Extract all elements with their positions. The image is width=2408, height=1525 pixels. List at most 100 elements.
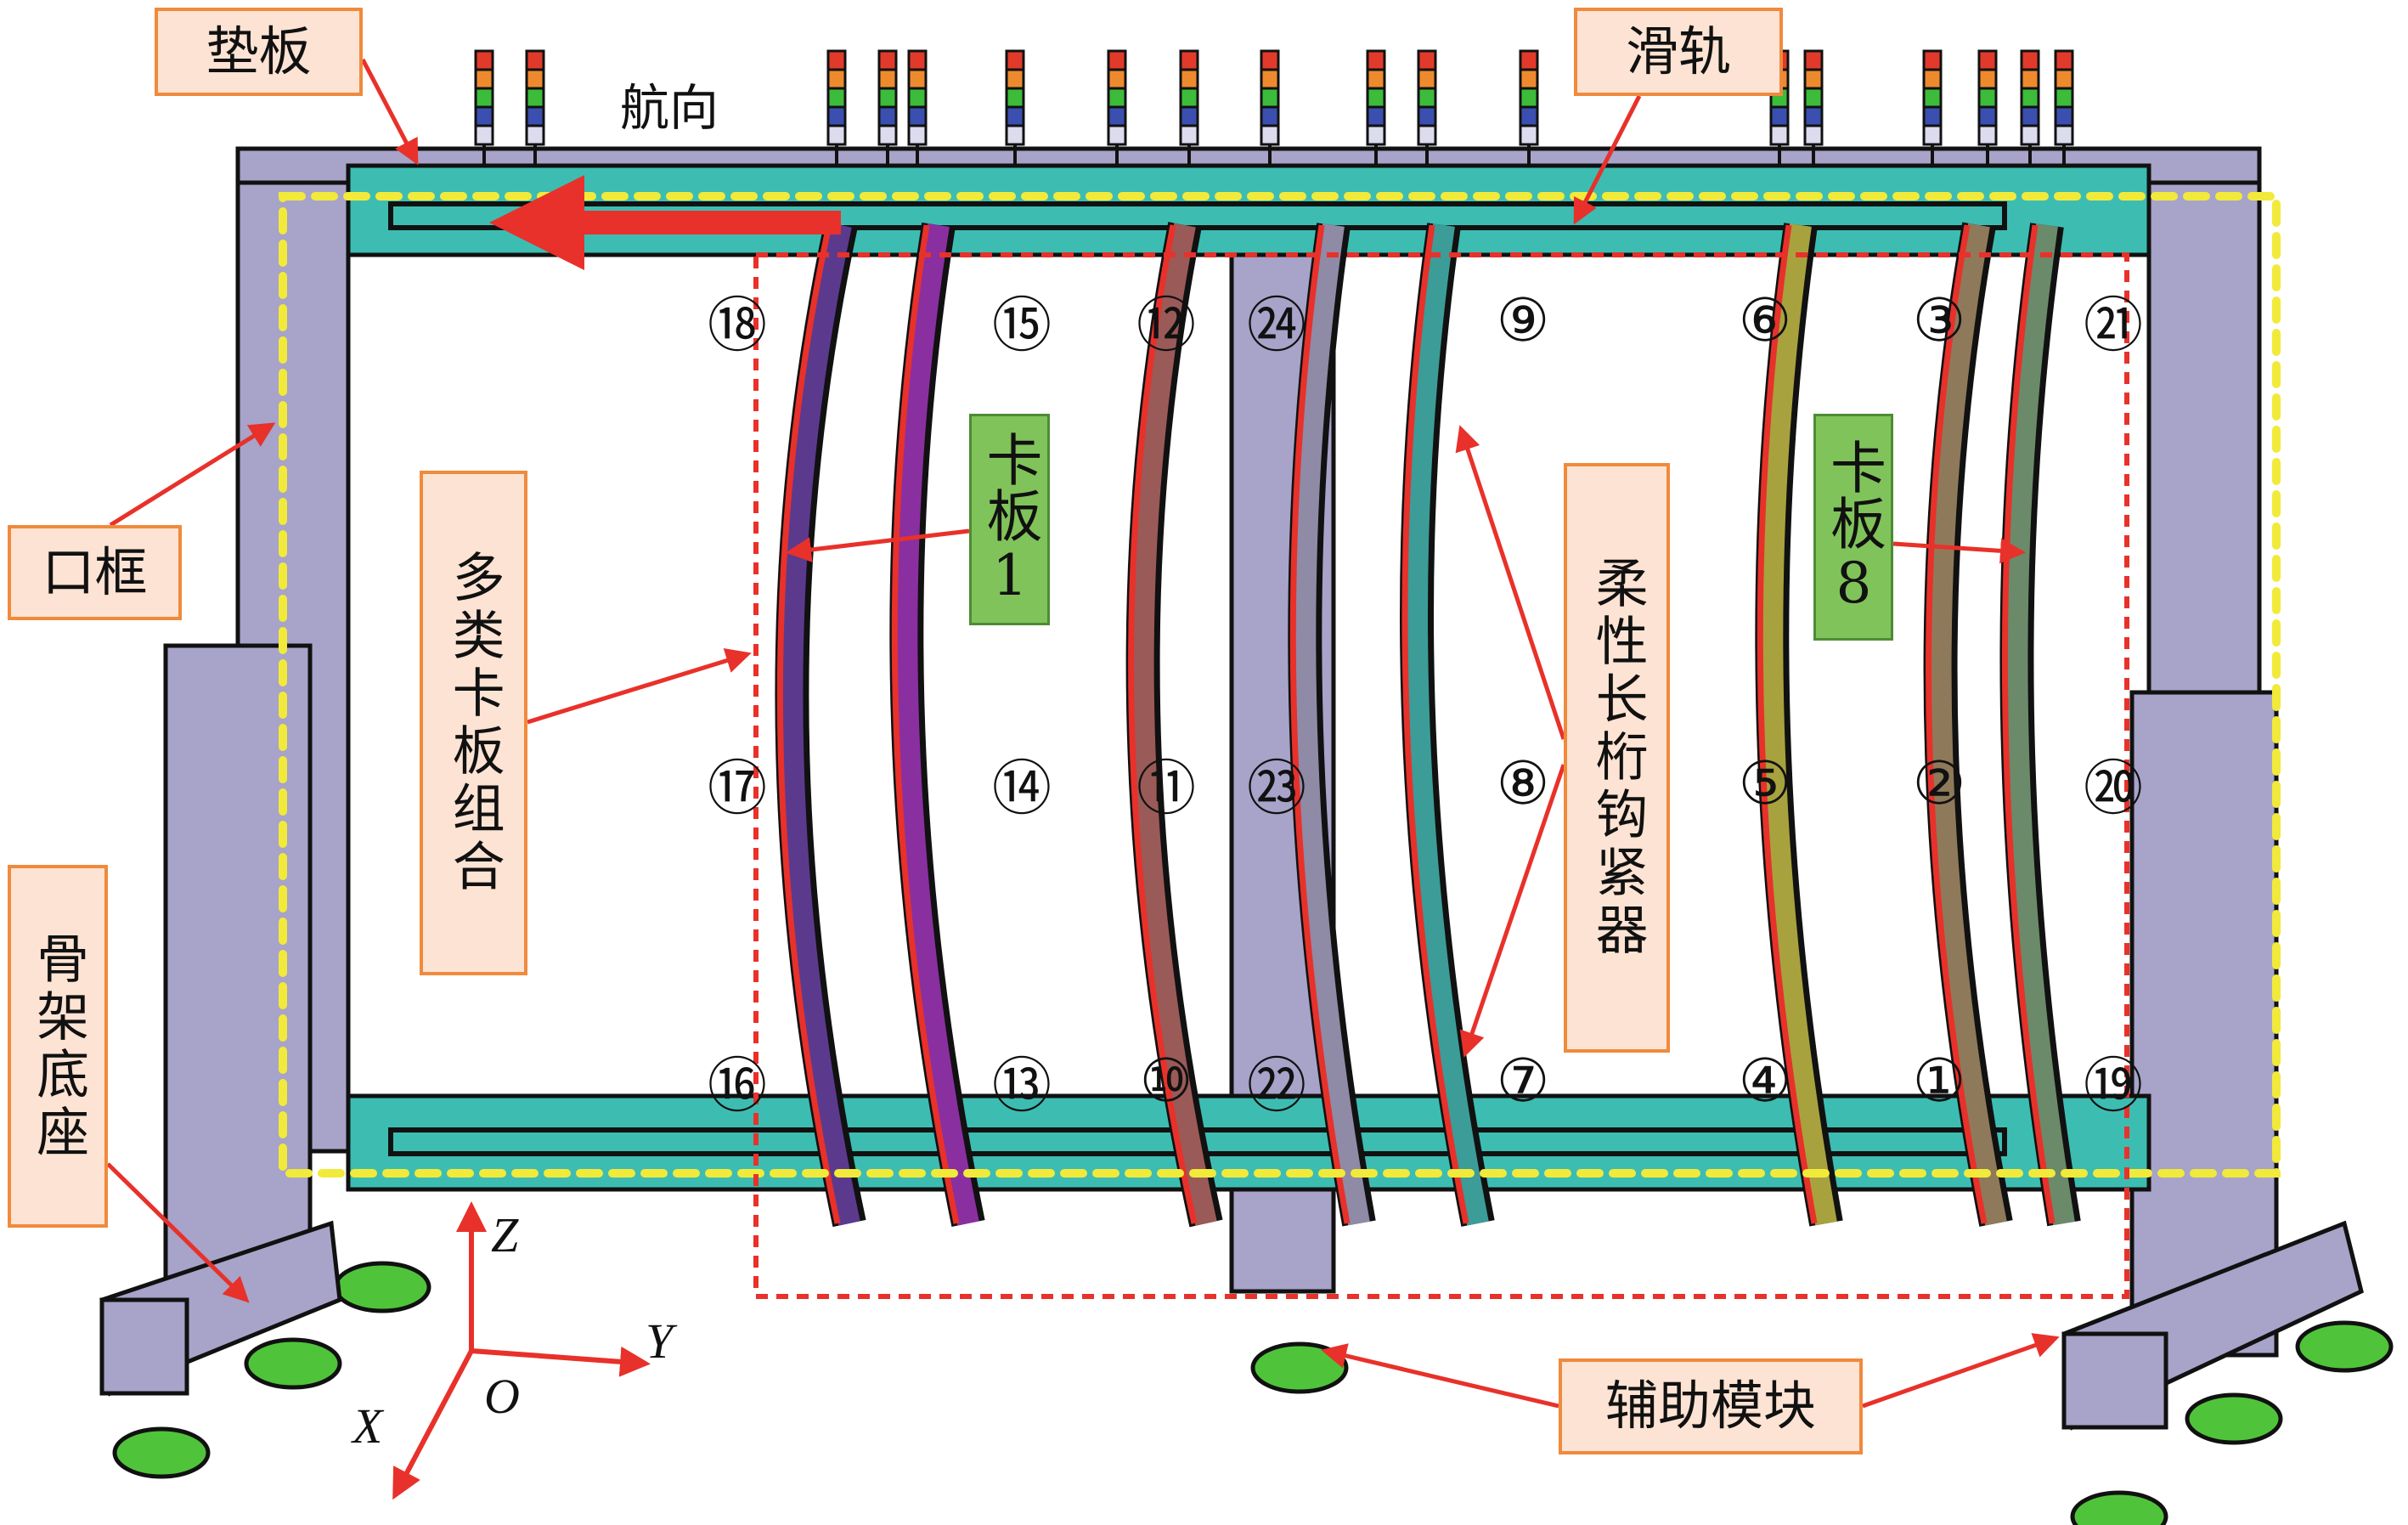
coordinate-axes — [392, 1201, 651, 1500]
left-outer-post — [163, 643, 313, 1302]
position-number: ⑭ — [992, 756, 1052, 822]
arrow-hook-bottom — [1459, 764, 1566, 1058]
stack-light — [474, 49, 494, 166]
card-boards — [775, 221, 2081, 1228]
position-number: ⑧ — [1496, 751, 1550, 817]
position-number: ㉔ — [1247, 293, 1306, 359]
stack-light — [1977, 49, 1998, 166]
arrow-card-1 — [786, 528, 970, 562]
foot — [244, 1337, 342, 1390]
stack-light — [1107, 49, 1127, 166]
position-number: ⑯ — [708, 1053, 767, 1120]
yellow-dashed-boundary — [279, 192, 2281, 1178]
position-number: ⑪ — [1136, 756, 1196, 822]
label-door-frame: 口框 — [8, 525, 182, 620]
card-board-fill — [1929, 223, 2007, 1226]
position-number: ④ — [1738, 1048, 1792, 1115]
stringer-hook-line — [1757, 224, 1818, 1224]
stack-light — [1260, 49, 1280, 166]
card-board-fill — [2005, 223, 2075, 1226]
arrow-aux-left — [1321, 1343, 1559, 1409]
stack-light — [525, 49, 545, 166]
position-number: ③ — [1912, 288, 1966, 354]
stringer-hook-line — [1926, 224, 1988, 1224]
stack-light — [1519, 49, 1539, 166]
callout-arrows — [106, 58, 2060, 1409]
axis-label-x: X — [352, 1398, 383, 1454]
red-dashed-boundary — [753, 252, 2129, 1299]
stack-light — [877, 49, 898, 166]
position-number: ⑫ — [1136, 293, 1196, 359]
position-number: ㉓ — [1247, 756, 1306, 822]
card-board-fill — [1406, 223, 1489, 1226]
position-number: ⑦ — [1496, 1048, 1550, 1115]
stack-light — [1366, 49, 1386, 166]
position-number: ⑲ — [2084, 1053, 2143, 1120]
y-axis — [471, 1346, 651, 1377]
top-rail — [346, 163, 2151, 257]
foot — [2185, 1392, 2283, 1445]
stack-light — [1417, 49, 1437, 166]
arrow-door-frame — [109, 422, 276, 528]
arrow-skeleton-base — [106, 1162, 250, 1303]
position-number: ㉒ — [1247, 1053, 1306, 1120]
foot — [2295, 1320, 2394, 1373]
label-heading: 航向 — [620, 79, 719, 137]
stack-light — [1179, 49, 1199, 166]
position-number: ② — [1912, 751, 1966, 817]
label-card-board-8: 卡板8 — [1813, 414, 1893, 641]
stringer-hook-line — [2001, 224, 2056, 1224]
position-number: ⑮ — [992, 293, 1052, 359]
axis-label-z: Z — [491, 1207, 519, 1262]
arrow-hook-top — [1455, 425, 1566, 740]
foot — [112, 1426, 211, 1479]
stack-light — [907, 49, 928, 166]
card-board-fill — [1761, 223, 1837, 1226]
card-board-fill — [781, 223, 860, 1226]
position-number: ⑨ — [1496, 288, 1550, 354]
position-number: ㉑ — [2084, 293, 2143, 359]
stack-light — [2020, 49, 2040, 166]
stack-light — [2054, 49, 2074, 166]
stack-light — [1803, 49, 1824, 166]
card-board-fill — [1294, 223, 1370, 1226]
label-flexible-stringer-hook: 柔性长桁钩紧器 — [1564, 463, 1670, 1053]
position-number: ⑥ — [1738, 288, 1792, 354]
stack-light — [1005, 49, 1025, 166]
card-board-fill — [1131, 223, 1217, 1226]
right-outer-post — [2129, 690, 2279, 1358]
label-card-board-1: 卡板1 — [969, 414, 1050, 625]
position-number: ⑱ — [708, 293, 767, 359]
stringer-hook-line — [1128, 224, 1198, 1224]
label-pad-plate: 垫板 — [155, 8, 363, 96]
arrow-aux-right — [1862, 1333, 2060, 1409]
stack-light — [826, 49, 847, 166]
stack-lights — [474, 49, 2074, 166]
label-slide-rail: 滑轨 — [1574, 8, 1783, 96]
position-number: ⑰ — [708, 756, 767, 822]
leveling-feet — [112, 1261, 2394, 1525]
position-number: ① — [1912, 1048, 1966, 1115]
arrow-card-8 — [1892, 538, 2026, 564]
position-number: ⑬ — [992, 1053, 1052, 1120]
stringer-hook-line — [1401, 224, 1469, 1224]
position-number: ⑳ — [2084, 756, 2143, 822]
x-axis — [392, 1349, 474, 1500]
stringer-hook-line — [776, 224, 841, 1224]
arrow-pad-plate — [360, 58, 419, 166]
stringer-hook-line — [1289, 224, 1351, 1224]
stringer-hook-line — [891, 224, 960, 1224]
axis-label-origin: O — [484, 1369, 520, 1424]
position-number: ⑩ — [1139, 1048, 1193, 1115]
skeleton-base — [99, 1220, 2364, 1431]
label-auxiliary-module: 辅助模块 — [1559, 1358, 1863, 1454]
label-multi-card-assembly: 多类卡板组合 — [420, 471, 527, 975]
arrow-multi-card — [527, 648, 752, 725]
position-number: ⑤ — [1738, 751, 1792, 817]
foot — [333, 1261, 431, 1313]
arrow-slide-rail — [1573, 94, 1642, 225]
foot — [2070, 1490, 2168, 1525]
card-board-fill — [895, 223, 979, 1226]
label-skeleton-base: 骨架底座 — [8, 865, 108, 1228]
